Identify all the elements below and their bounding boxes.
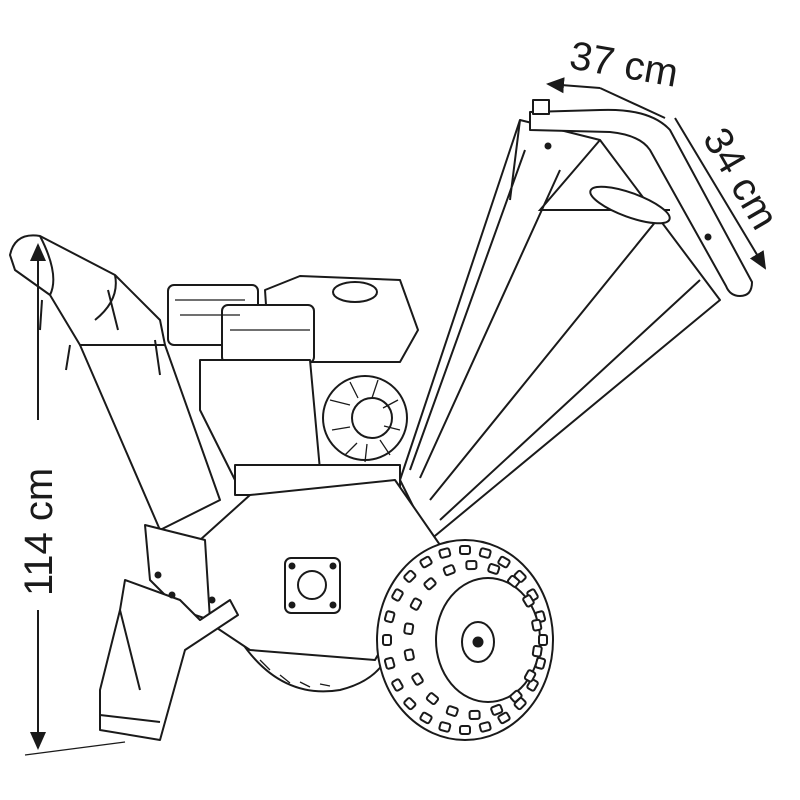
tread-block bbox=[459, 725, 471, 735]
tread-block bbox=[459, 545, 471, 555]
front-wheel bbox=[376, 539, 554, 741]
tread-block bbox=[538, 634, 548, 646]
tread-block bbox=[465, 559, 478, 571]
tread-block bbox=[409, 597, 423, 611]
tread-block bbox=[478, 721, 492, 733]
tread-block bbox=[506, 574, 521, 588]
tread-block bbox=[425, 692, 440, 706]
tread-block bbox=[419, 555, 433, 569]
tread-block bbox=[403, 648, 415, 662]
tread-block bbox=[531, 644, 543, 658]
tread-block bbox=[383, 610, 396, 624]
tread-block bbox=[497, 555, 511, 569]
tread-block bbox=[534, 656, 547, 670]
tread-block bbox=[411, 672, 424, 686]
tread-block bbox=[438, 547, 452, 559]
dimension-lines bbox=[24, 77, 767, 756]
tread-block bbox=[382, 634, 392, 646]
tire-tread bbox=[382, 545, 548, 735]
dimension-label-114cm: 114 cm bbox=[17, 468, 61, 596]
tread-block bbox=[403, 569, 417, 583]
bottom-outlet bbox=[99, 524, 239, 741]
tread-block bbox=[468, 709, 481, 721]
tread-block bbox=[487, 563, 501, 575]
engine bbox=[167, 275, 419, 496]
tread-block bbox=[442, 564, 456, 577]
handle bbox=[529, 99, 753, 297]
tread-block bbox=[509, 689, 523, 703]
tread-block bbox=[531, 618, 543, 632]
tread-block bbox=[523, 669, 537, 683]
tread-block bbox=[490, 703, 504, 716]
tread-block bbox=[403, 697, 417, 711]
tread-block bbox=[391, 678, 404, 692]
tread-block bbox=[423, 577, 437, 591]
tread-block bbox=[383, 656, 396, 670]
tread-block bbox=[445, 705, 459, 717]
tread-block bbox=[522, 594, 535, 608]
tread-block bbox=[497, 711, 511, 725]
tread-block bbox=[478, 547, 492, 559]
tread-block bbox=[438, 721, 452, 733]
tread-block bbox=[419, 711, 433, 725]
dimension-114cm-group: 114 cm bbox=[17, 468, 61, 596]
tread-block bbox=[391, 588, 404, 602]
tread-block bbox=[403, 622, 415, 636]
